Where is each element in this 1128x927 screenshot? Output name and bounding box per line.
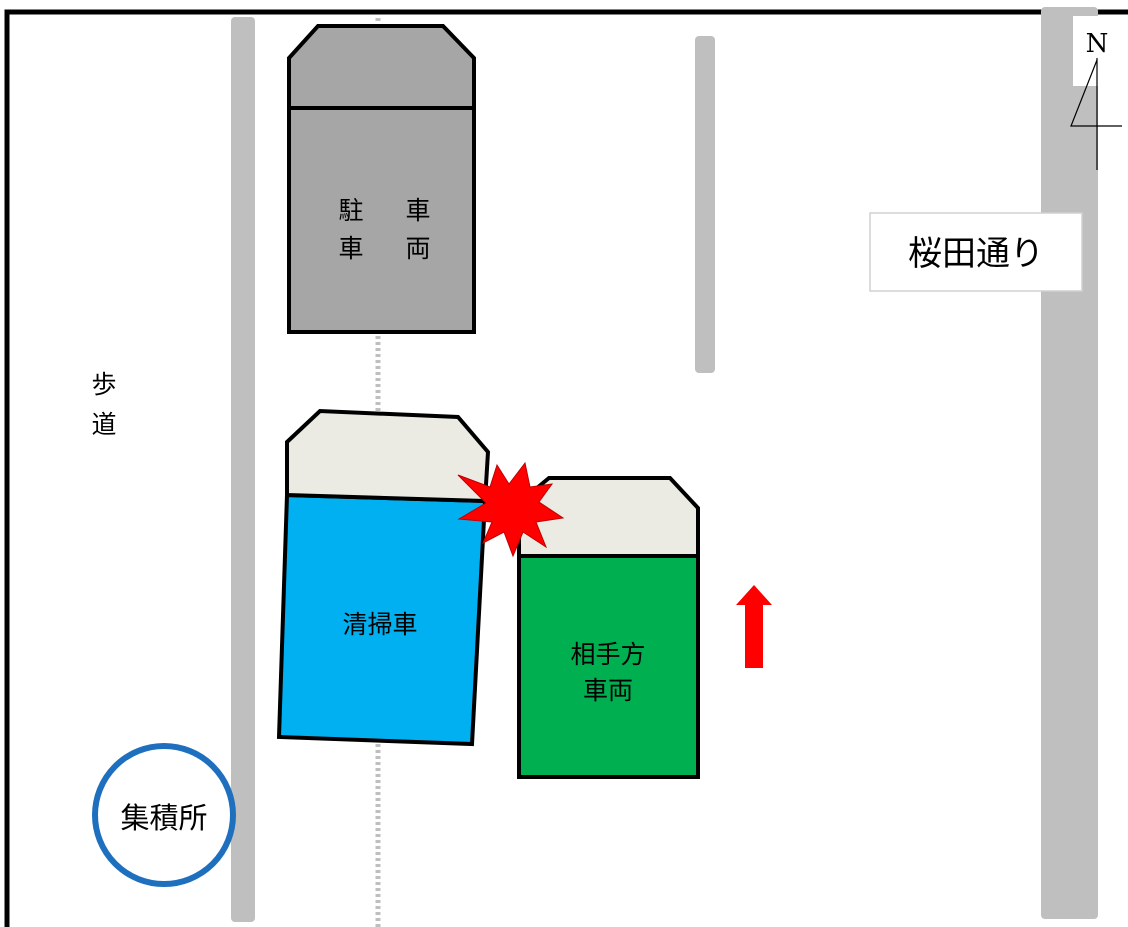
- compass-north-label: N: [1086, 29, 1109, 59]
- diagram-frame: [4, 9, 1128, 927]
- collision-starburst-icon: [457, 461, 565, 558]
- svg-text:相手方: 相手方: [570, 640, 645, 669]
- svg-text:車両: 車両: [583, 676, 633, 705]
- parked-vehicle-cab: [287, 24, 476, 110]
- arrow-up-icon: [736, 585, 772, 668]
- parked-vehicle-body: [287, 106, 476, 334]
- sidewalk-label: 歩 道: [91, 370, 116, 439]
- sidewalk-curb: [231, 17, 255, 922]
- collection-point: 集積所: [92, 743, 236, 887]
- svg-text:道: 道: [91, 410, 116, 439]
- cleaning-vehicle-cab: [285, 408, 491, 504]
- svg-text:駐: 駐: [338, 196, 363, 225]
- north-arrow-icon: [1070, 58, 1122, 170]
- svg-text:両: 両: [405, 234, 430, 263]
- cleaning-vehicle: 清掃車: [276, 408, 491, 747]
- other-vehicle: 相手方 車両: [517, 476, 700, 779]
- cleaning-vehicle-label: 清掃車: [342, 610, 417, 639]
- collection-point-label: 集積所: [120, 801, 207, 835]
- street-name: 桜田通り: [908, 234, 1044, 274]
- svg-text:歩: 歩: [91, 370, 116, 399]
- parked-vehicle: 駐 車 車 両: [287, 24, 476, 334]
- svg-text:車: 車: [405, 196, 430, 225]
- street-name-box: 桜田通り: [869, 212, 1083, 292]
- road-median: [695, 36, 715, 373]
- street-band: [1041, 7, 1098, 919]
- svg-text:車: 車: [338, 234, 363, 263]
- compass: N: [1070, 16, 1122, 170]
